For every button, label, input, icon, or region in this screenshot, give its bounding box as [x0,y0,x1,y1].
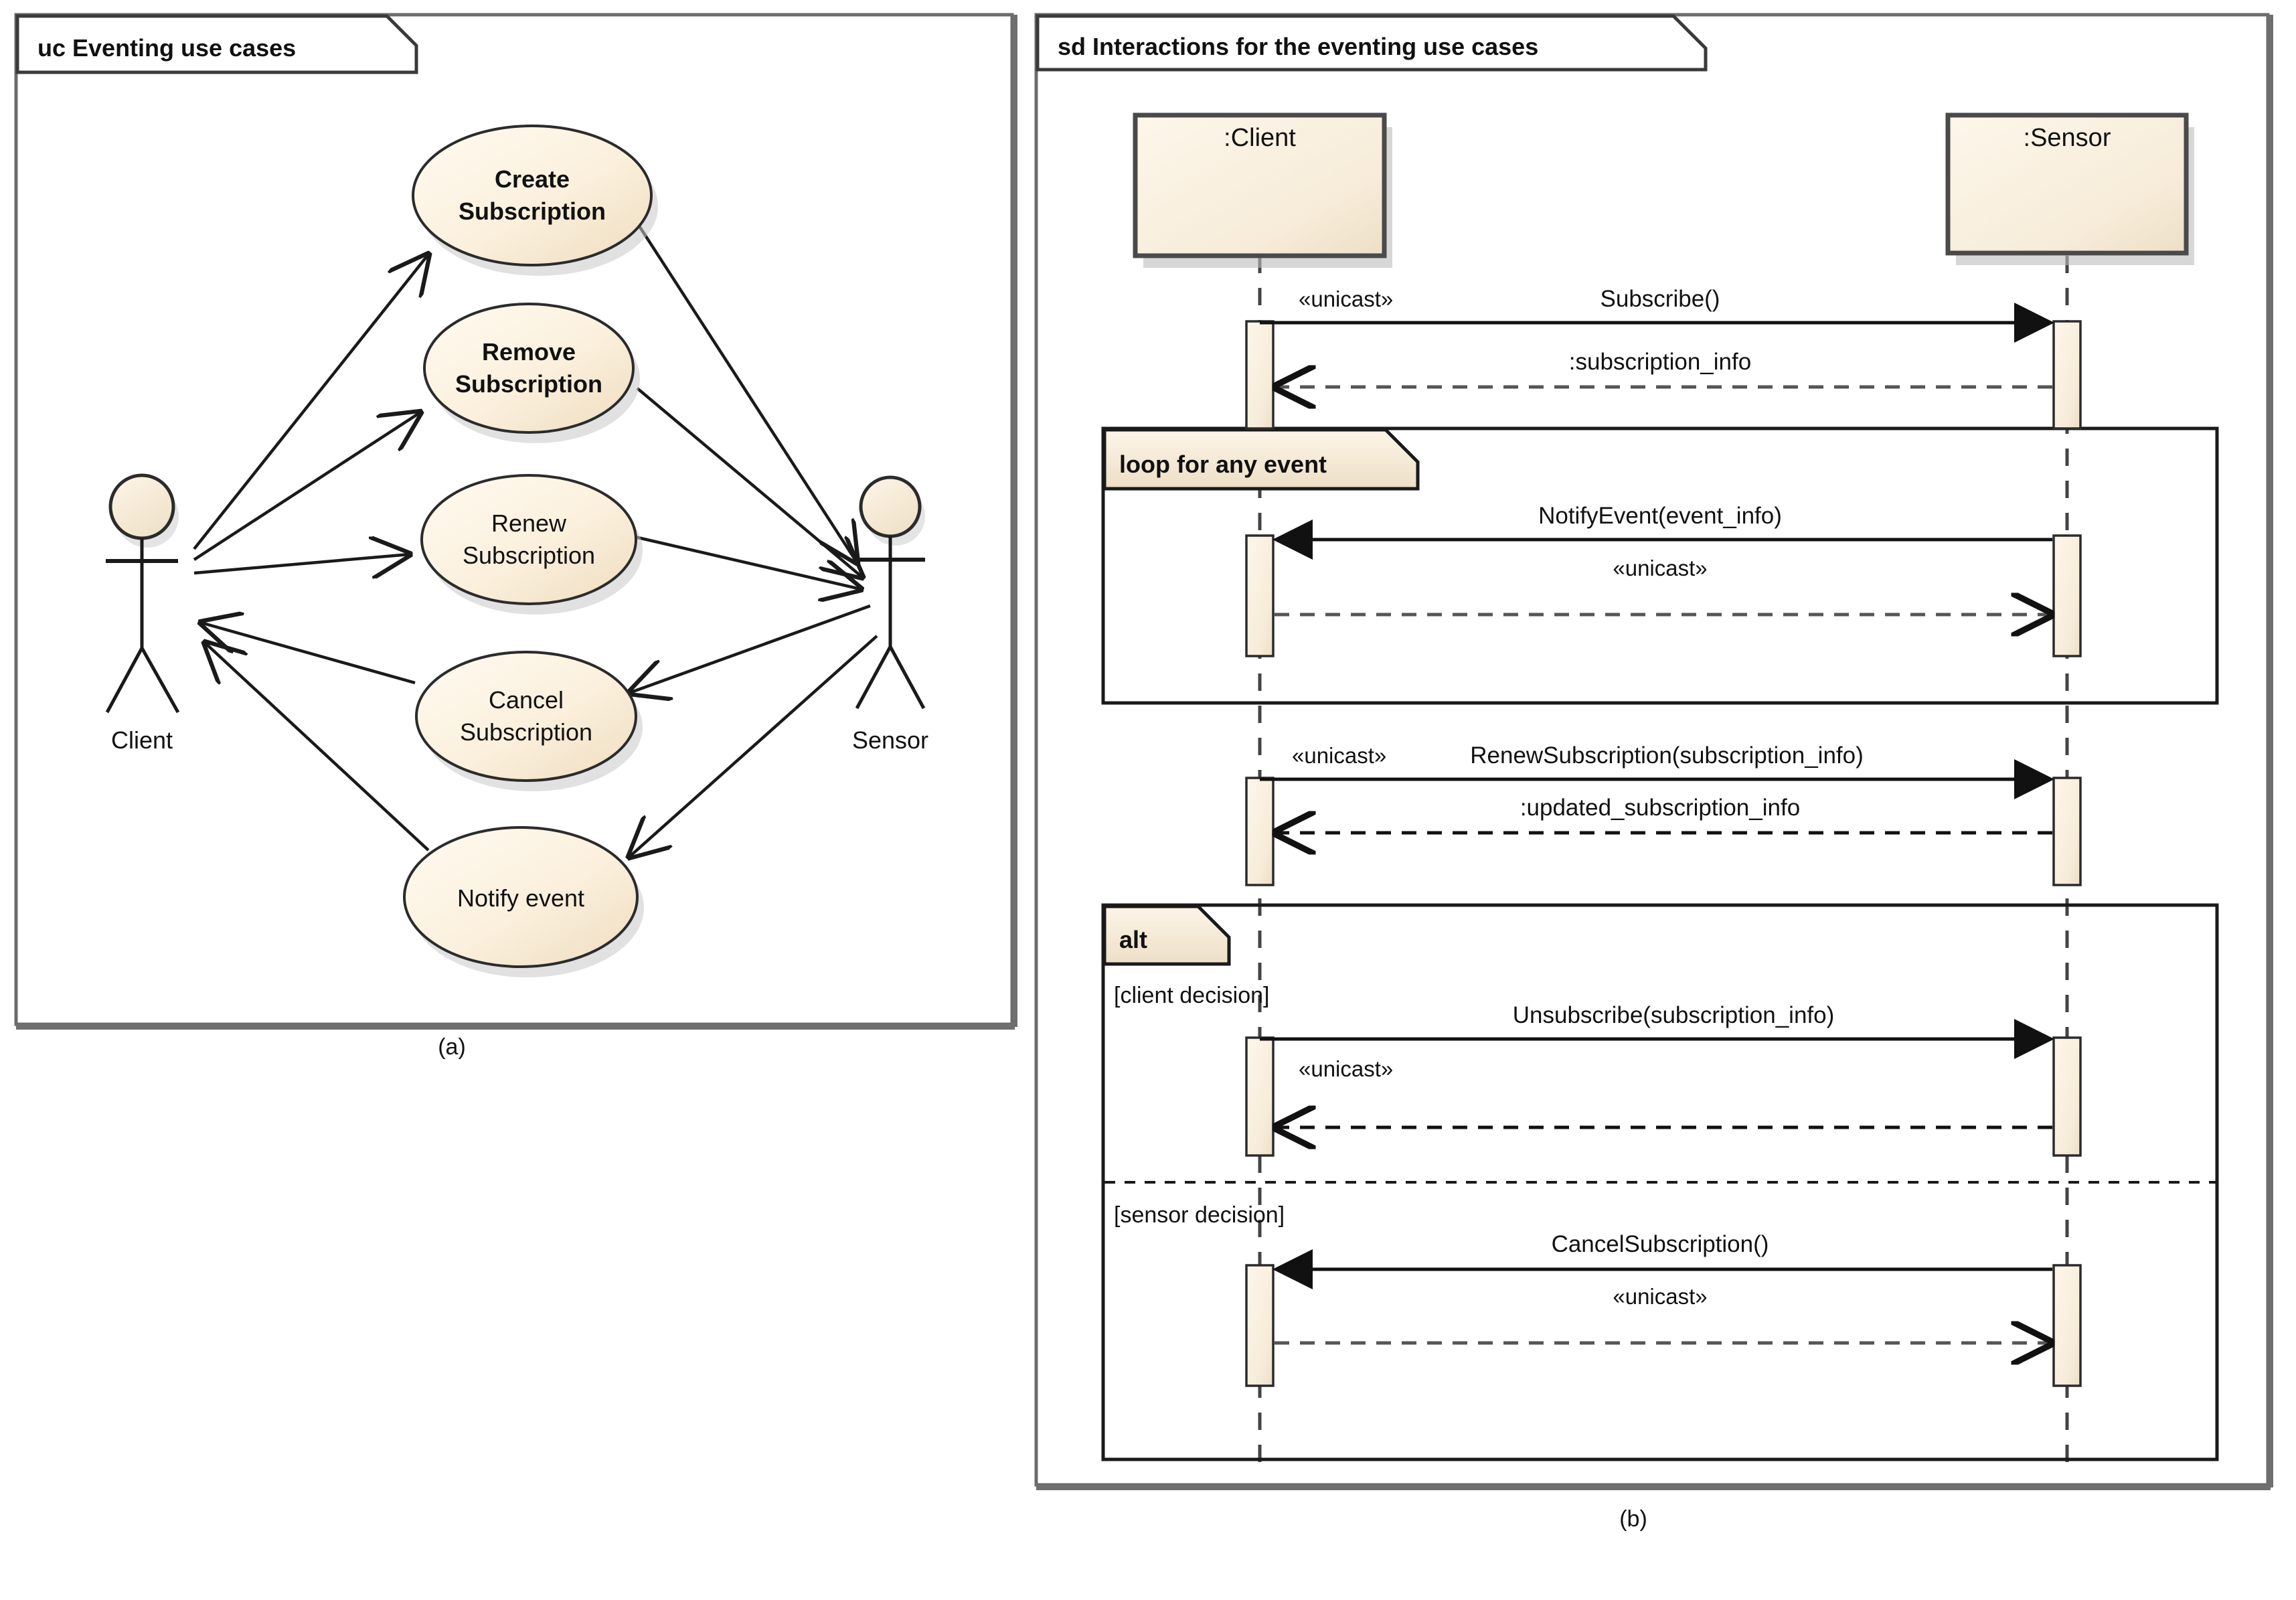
loop-fragment-tab [1102,428,1420,491]
message-stereotype: «unicast» [1292,743,1386,768]
message-stereotype: «unicast» [1613,556,1707,580]
message-label: Unsubscribe(subscription_info) [1513,1002,1835,1028]
assoc-cancel-client [201,623,416,685]
usecase-renew-subscription[interactable]: Renew Subscription [420,474,643,615]
assoc-client-remove [193,412,420,561]
activation-bar [1245,1036,1275,1157]
assoc-renew-sensor [629,534,861,589]
message-label: :subscription_info [1569,349,1751,375]
message-stereotype: «unicast» [1299,287,1393,311]
message-subscribe[interactable]: «unicast» Subscribe() [1260,286,2054,343]
client-lifeline-label: :Client [1224,124,1296,152]
activation-bar [2052,320,2082,430]
alt-fragment-tab [1102,904,1231,966]
alt-fragment-label: alt [1119,926,1147,953]
use-case-nodes: Create Subscription Remove Subscription … [403,125,658,977]
usecase-label-line1: Remove [482,338,576,366]
usecase-frame-tab [15,14,418,74]
message-subscription-info[interactable]: :subscription_info [1276,349,2052,387]
assoc-remove-sensor [636,387,862,577]
usecase-notify-event[interactable]: Notify event [403,826,644,977]
loop-fragment[interactable]: loop for any event [1101,426,2219,705]
sequence-frame-tab [1036,14,1708,72]
activation-bar [1245,320,1275,430]
message-updated-subscription-info[interactable]: :updated_subscription_info [1276,795,2052,833]
assoc-sensor-cancel [629,604,871,693]
usecase-remove-subscription[interactable]: Remove Subscription [423,303,640,443]
client-actor[interactable]: Client [105,473,180,754]
sensor-lifeline-label: :Sensor [2024,124,2111,152]
assoc-notify-client [205,643,430,852]
activation-bar [2052,1264,2082,1387]
message-notify-event[interactable]: NotifyEvent(event_info) «unicast» [1273,503,2052,580]
usecase-label-line2: Subscription [460,718,592,746]
usecase-label-line1: Create [495,165,570,193]
messages: «unicast» Subscribe() :subscription_info… [1260,286,2052,1343]
message-label: NotifyEvent(event_info) [1538,503,1782,529]
activation-bar [1245,1264,1275,1387]
sensor-lifeline[interactable]: :Sensor [1945,112,2194,265]
usecase-associations [193,220,878,857]
usecase-label-line2: Subscription [463,542,595,569]
activation-bar [1245,534,1275,657]
client-actor-label: Client [111,726,173,754]
assoc-sensor-notify [629,635,878,857]
assoc-create-sensor [635,220,857,562]
usecase-label-line2: Subscription [455,370,602,398]
message-cancel-subscription[interactable]: CancelSubscription() «unicast» [1273,1231,2052,1309]
usecase-create-subscription[interactable]: Create Subscription [412,125,658,276]
caption-b: (b) [1619,1506,1647,1532]
message-label: RenewSubscription(subscription_info) [1470,742,1864,769]
message-unsubscribe[interactable]: Unsubscribe(subscription_info) «unicast» [1260,1002,2054,1081]
assoc-client-create [193,254,428,550]
message-stereotype: «unicast» [1299,1056,1393,1081]
message-renew-subscription[interactable]: «unicast» RenewSubscription(subscription… [1260,742,2054,799]
activation-bars [1245,320,2082,1387]
usecase-label-line1: Notify event [457,884,584,912]
alt-guard-client: [client decision] [1114,983,1269,1008]
activation-bar [2052,777,2082,886]
activation-bar [1245,777,1275,886]
usecase-cancel-subscription[interactable]: Cancel Subscription [415,651,643,791]
activation-bar [2052,1036,2082,1157]
usecase-label-line2: Subscription [459,197,606,225]
usecase-label-line1: Renew [491,509,567,537]
message-label: Subscribe() [1601,286,1720,312]
sensor-actor-label: Sensor [852,726,928,754]
message-label: :updated_subscription_info [1520,795,1800,821]
usecase-label-line1: Cancel [489,686,564,714]
loop-fragment-label: loop for any event [1119,451,1327,478]
usecase-frame-label: uc Eventing use cases [37,34,296,62]
client-lifeline[interactable]: :Client [1133,112,1392,268]
assoc-client-renew [193,554,410,573]
message-stereotype: «unicast» [1613,1284,1707,1309]
message-label: CancelSubscription() [1552,1231,1769,1257]
caption-a: (a) [438,1034,466,1060]
activation-bar [2052,534,2082,657]
sequence-frame-label: sd Interactions for the eventing use cas… [1058,33,1538,60]
alt-guard-sensor: [sensor decision] [1114,1202,1285,1228]
sensor-actor[interactable]: Sensor [852,475,928,754]
alt-fragment[interactable]: alt [client decision] [sensor decision] [1101,903,2219,1461]
